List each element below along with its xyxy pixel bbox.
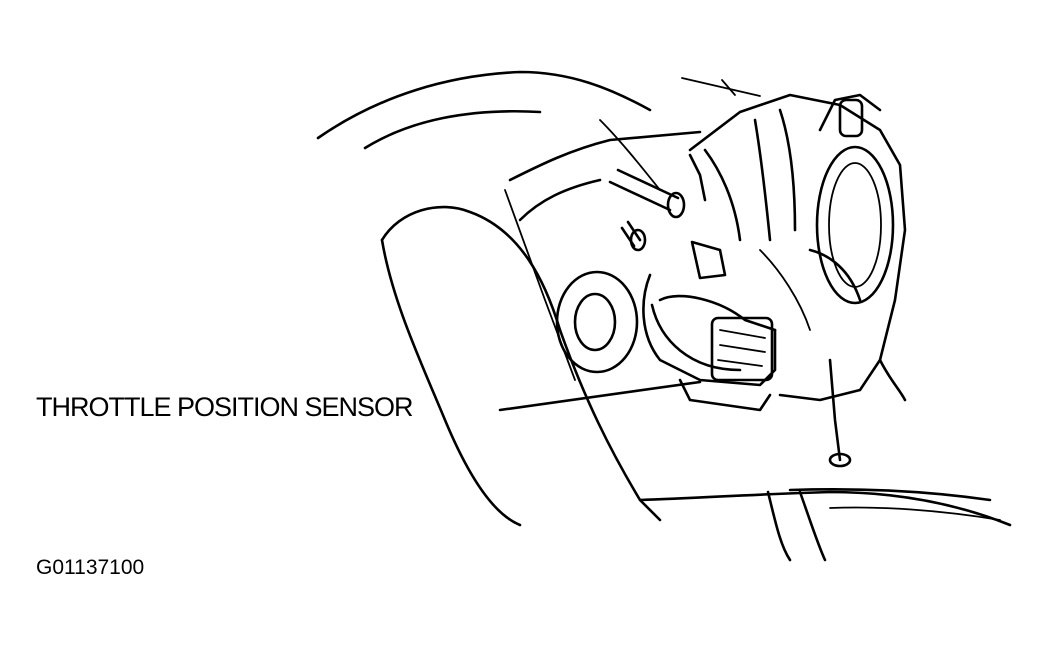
throttle-body: [688, 93, 907, 468]
engine-background-lines: [316, 70, 1012, 527]
vacuum-fittings: [608, 168, 686, 252]
callout-label-throttle-position-sensor: THROTTLE POSITION SENSOR: [36, 392, 414, 422]
throttle-position-sensor: [642, 240, 777, 412]
lower-hoses: [766, 488, 1001, 562]
mounting-boss: [555, 270, 639, 374]
callout-leader-line: [498, 380, 702, 412]
figure-id: G01137100: [36, 556, 145, 579]
